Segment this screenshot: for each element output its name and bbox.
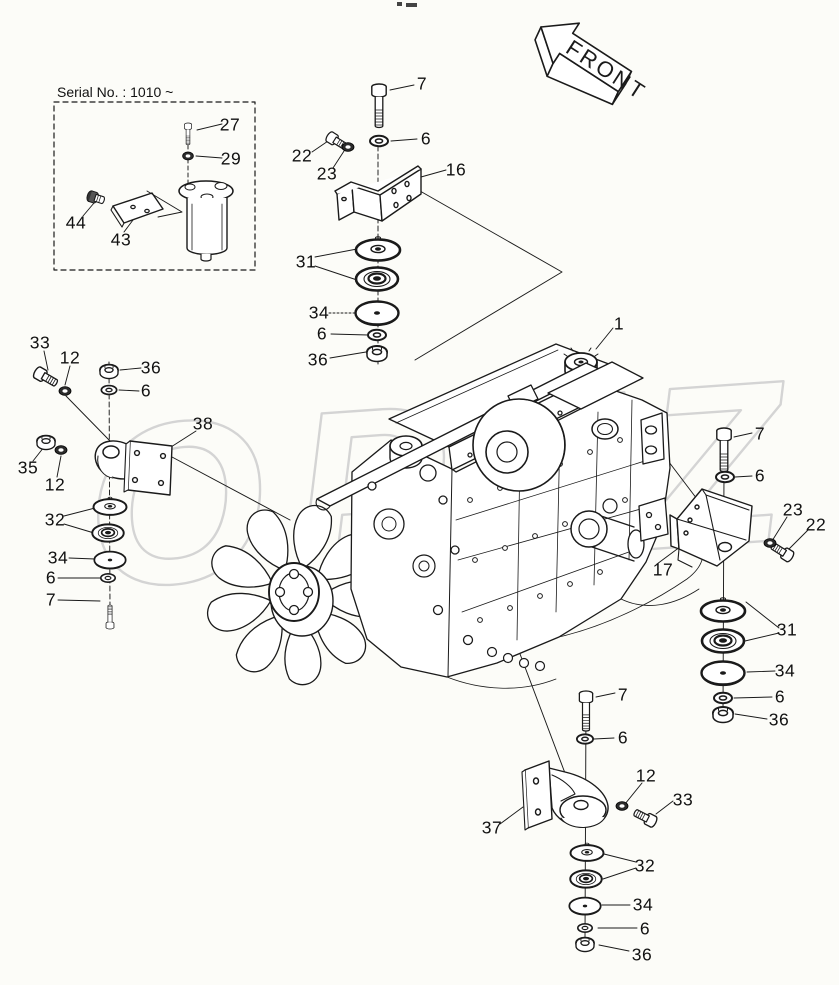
cooling-fan-hub [268,562,334,637]
cropped-text-fragment [397,2,417,7]
callout-6: 6 [639,918,651,939]
callout-22: 22 [805,514,827,535]
callout-6: 6 [774,686,786,707]
callout-29: 29 [220,148,242,169]
mount-stack-top [323,83,402,363]
engine-block-outline [350,390,671,678]
callout-6: 6 [420,128,432,149]
callout-36: 36 [768,709,790,730]
callout-34: 34 [308,302,330,323]
callout-7: 7 [45,589,57,610]
turbocharger [472,384,566,492]
callout-33: 33 [672,789,694,810]
callout-12: 12 [635,765,657,786]
callout-17: 17 [652,559,674,580]
bracket-37 [521,760,609,831]
serial-inset-box [53,101,256,271]
callout-36: 36 [307,349,329,370]
front-direction-arrow: FRONT [534,22,651,105]
callout-37: 37 [481,817,503,838]
callout-7: 7 [617,684,629,705]
callout-6: 6 [617,727,629,748]
callout-32: 32 [44,509,66,530]
callout-43: 43 [110,229,132,250]
engine-mount-boss-right [638,412,669,542]
callout-6: 6 [754,465,766,486]
callout-34: 34 [47,547,69,568]
callout-34: 34 [774,660,796,681]
serial-number-label: Serial No. : 1010 ~ [57,84,174,100]
starter-motor [570,498,645,562]
callout-44: 44 [65,212,87,233]
fuel-filter-assembly [86,122,234,262]
callout-7: 7 [754,423,766,444]
callout-36: 36 [631,944,653,965]
callout-6: 6 [45,567,57,588]
callout-23: 23 [782,499,804,520]
callout-6: 6 [140,380,152,401]
callout-23: 23 [316,163,338,184]
bracket-17 [669,488,753,568]
callout-31: 31 [295,251,317,272]
callout-6: 6 [316,323,328,344]
callout-32: 32 [634,855,656,876]
callout-38: 38 [192,413,214,434]
bracket-38 [94,440,173,496]
callout-12: 12 [59,347,81,368]
bracket-16 [334,165,422,222]
callout-27: 27 [219,114,241,135]
callout-34: 34 [632,894,654,915]
callout-35: 35 [17,457,39,478]
callout-22: 22 [291,145,313,166]
callout-31: 31 [776,619,798,640]
callout-33: 33 [29,332,51,353]
callout-1: 1 [613,313,625,334]
callout-12: 12 [44,474,66,495]
callout-36: 36 [140,357,162,378]
callout-7: 7 [416,73,428,94]
engine-assembly [206,343,704,689]
callout-16: 16 [445,159,467,180]
